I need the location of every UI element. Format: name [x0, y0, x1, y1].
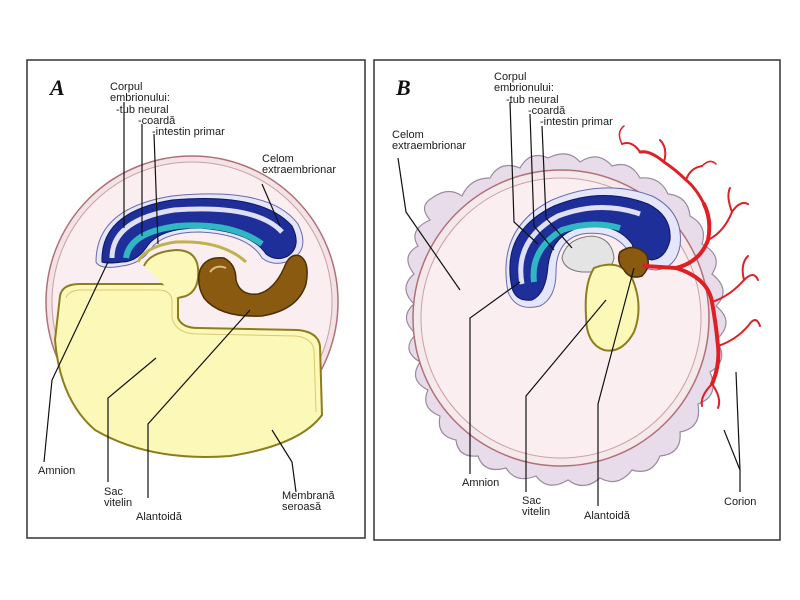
- panel-a-chorda: [123, 222, 264, 259]
- panel-a-label-intestin: -intestin primar: [152, 126, 225, 138]
- panel-b-label-corion: Corion: [724, 496, 756, 508]
- panel-b-leader-tub: [509, 101, 539, 245]
- panel-a-allantois: [197, 254, 308, 317]
- panel-a-leader-membrana: [271, 429, 297, 493]
- panel-b-blood-vessels: [618, 125, 761, 409]
- panel-b-leader-coarda: [529, 113, 555, 251]
- panel-a: A Corpul embrionului: -tub neural -coard…: [26, 59, 366, 539]
- panel-b-letter: B: [395, 75, 411, 100]
- panel-b-leader-celom: [397, 157, 461, 291]
- panel-a-label-extraembrionar: extraembrionar: [262, 164, 336, 176]
- panel-b-chorda: [530, 221, 621, 283]
- panel-b-allantois: [617, 246, 649, 278]
- panel-a-leader-alantoida: [147, 309, 251, 498]
- panel-a-leader-sac: [107, 357, 157, 482]
- panel-a-label-coarda: -coardă: [138, 115, 176, 127]
- panel-a-yolk-sac-edge: [65, 289, 317, 413]
- panel-a-leader-celom: [261, 183, 281, 227]
- panel-a-label-membrana: Membrană: [282, 490, 335, 502]
- panel-b-yolk-sac: [584, 263, 640, 352]
- panel-b-leader-intestin: [541, 125, 573, 249]
- panel-b-label-embrionului: embrionului:: [494, 82, 554, 94]
- panel-b-label-vitelin: vitelin: [522, 506, 550, 518]
- panel-a-letter: A: [48, 75, 65, 100]
- panel-b-label-extraembrionar: extraembrionar: [392, 140, 466, 152]
- panel-a-label-sac: Sac: [104, 486, 123, 498]
- panel-a-label-corpul: Corpul: [110, 81, 142, 93]
- panel-a-label-alantoida: Alantoidă: [136, 511, 183, 523]
- panel-a-primitive-gut: [136, 240, 248, 264]
- panel-b-label-amnion: Amnion: [462, 477, 499, 489]
- panel-a-label-tub-neural: -tub neural: [116, 104, 169, 116]
- panel-a-label-seroasa: seroasă: [282, 501, 322, 513]
- panel-b-leader-corion-2: [735, 371, 741, 471]
- panel-b-leader-sac: [525, 299, 607, 492]
- panel-b-label-celom: Celom: [392, 129, 424, 141]
- panel-a-allantois-wall: [209, 265, 227, 273]
- panel-a-label-celom: Celom: [262, 153, 294, 165]
- panel-b-label-coarda: -coardă: [528, 105, 566, 117]
- panel-b-neural-tube-lumen: [518, 205, 641, 285]
- panel-b-label-tub-neural: -tub neural: [506, 94, 559, 106]
- panel-a-label-amnion: Amnion: [38, 465, 75, 477]
- panel-b-label-intestin: -intestin primar: [540, 116, 613, 128]
- panel-b-label-corpul: Corpul: [494, 71, 526, 83]
- panel-b-primitive-gut: [561, 235, 615, 273]
- panel-a-neural-tube-lumen: [109, 206, 284, 259]
- panel-a-leader-amnion: [43, 261, 109, 463]
- panel-b-leader-amnion: [469, 281, 521, 474]
- panel-a-label-vitelin: vitelin: [104, 497, 132, 509]
- panel-b-label-alantoida: Alantoidă: [584, 510, 631, 522]
- panel-a-umbilical-stalk: [143, 248, 200, 299]
- panel-b-label-sac: Sac: [522, 495, 541, 507]
- panel-b: B: [373, 59, 781, 541]
- panel-b-leader-alantoida: [597, 267, 635, 506]
- panel-a-leader-intestin: [153, 133, 159, 245]
- panel-a-label-embrionului: embrionului:: [110, 92, 170, 104]
